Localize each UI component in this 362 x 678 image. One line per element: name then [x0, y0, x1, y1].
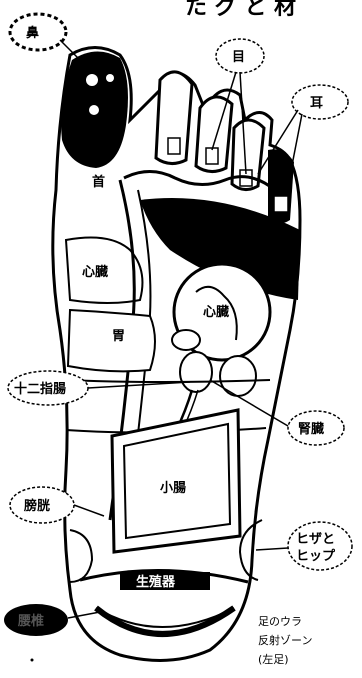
callout-line: [239, 71, 247, 175]
label-bottom: 腰椎: [17, 613, 44, 629]
heel-arc: [94, 605, 236, 637]
kidney-small: [171, 329, 201, 351]
caption-line1: 足のウラ: [258, 615, 302, 628]
label-nose: 鼻: [26, 25, 39, 41]
callout-line: [73, 504, 105, 517]
toe-2: [154, 70, 194, 165]
callout-bottom-bubble: [4, 604, 68, 636]
callout-ear-bubble: [291, 84, 349, 120]
toe-spot: [89, 105, 99, 115]
label-hip: ヒップ: [296, 549, 336, 564]
heel-arc-inner: [95, 607, 235, 628]
label-neck: 首: [92, 174, 105, 190]
label-knee: ヒザと: [296, 532, 335, 547]
dot-mark: [30, 658, 34, 662]
ball-band: [123, 170, 276, 192]
callout-line: [255, 547, 289, 551]
toe-spot: [106, 74, 114, 82]
kidney-left: [179, 351, 213, 393]
callout-line: [59, 39, 85, 65]
knee-hip-zone: [238, 519, 263, 581]
callout-knee-hip-bubble: [287, 521, 353, 571]
toe-box: [167, 137, 181, 155]
toe-spot: [86, 74, 98, 86]
caption: 足のウラ 反射ゾーン (左足): [258, 612, 312, 669]
toe-5-box: [273, 195, 289, 213]
reproductive-band: [120, 572, 210, 590]
callout-nose-bubble: [8, 12, 68, 52]
shoulder-band: [140, 198, 300, 300]
heel-band-top: [79, 569, 249, 584]
label-duodenum: 十二指腸: [14, 381, 66, 397]
caption-line3: (左足): [258, 653, 289, 666]
stomach-zone: [66, 308, 156, 373]
callout-line: [67, 611, 101, 619]
label-reproductive: 生殖器: [136, 574, 176, 590]
heart-right-detail: [195, 285, 238, 341]
label-small-intestine: 小腸: [160, 481, 186, 496]
label-stomach: 胃: [112, 329, 125, 344]
label-ear: 耳: [310, 96, 323, 111]
small-intestine-inner: [122, 422, 232, 540]
callout-line: [87, 381, 191, 389]
small-intestine-zone: [110, 408, 242, 554]
callout-line: [285, 113, 303, 197]
caption-line2: 反射ゾーン: [258, 634, 313, 647]
toe-box: [205, 147, 219, 165]
callout-line: [211, 71, 237, 151]
kidney-right: [219, 355, 257, 397]
label-kidney: 腎臓: [298, 421, 324, 437]
title-fragment: た グ と 材: [185, 0, 296, 20]
label-eye: 目: [232, 50, 245, 65]
callout-kidney-bubble: [287, 410, 345, 446]
divider: [67, 379, 271, 383]
bladder-zone: [69, 529, 94, 583]
label-heart-left: 心臓: [82, 264, 108, 280]
callout-line: [257, 109, 299, 175]
label-heart-right: 心臓: [203, 304, 229, 320]
callout-line: [209, 379, 289, 427]
label-bladder: 膀胱: [23, 498, 50, 514]
heart-left-zone: [64, 236, 144, 304]
